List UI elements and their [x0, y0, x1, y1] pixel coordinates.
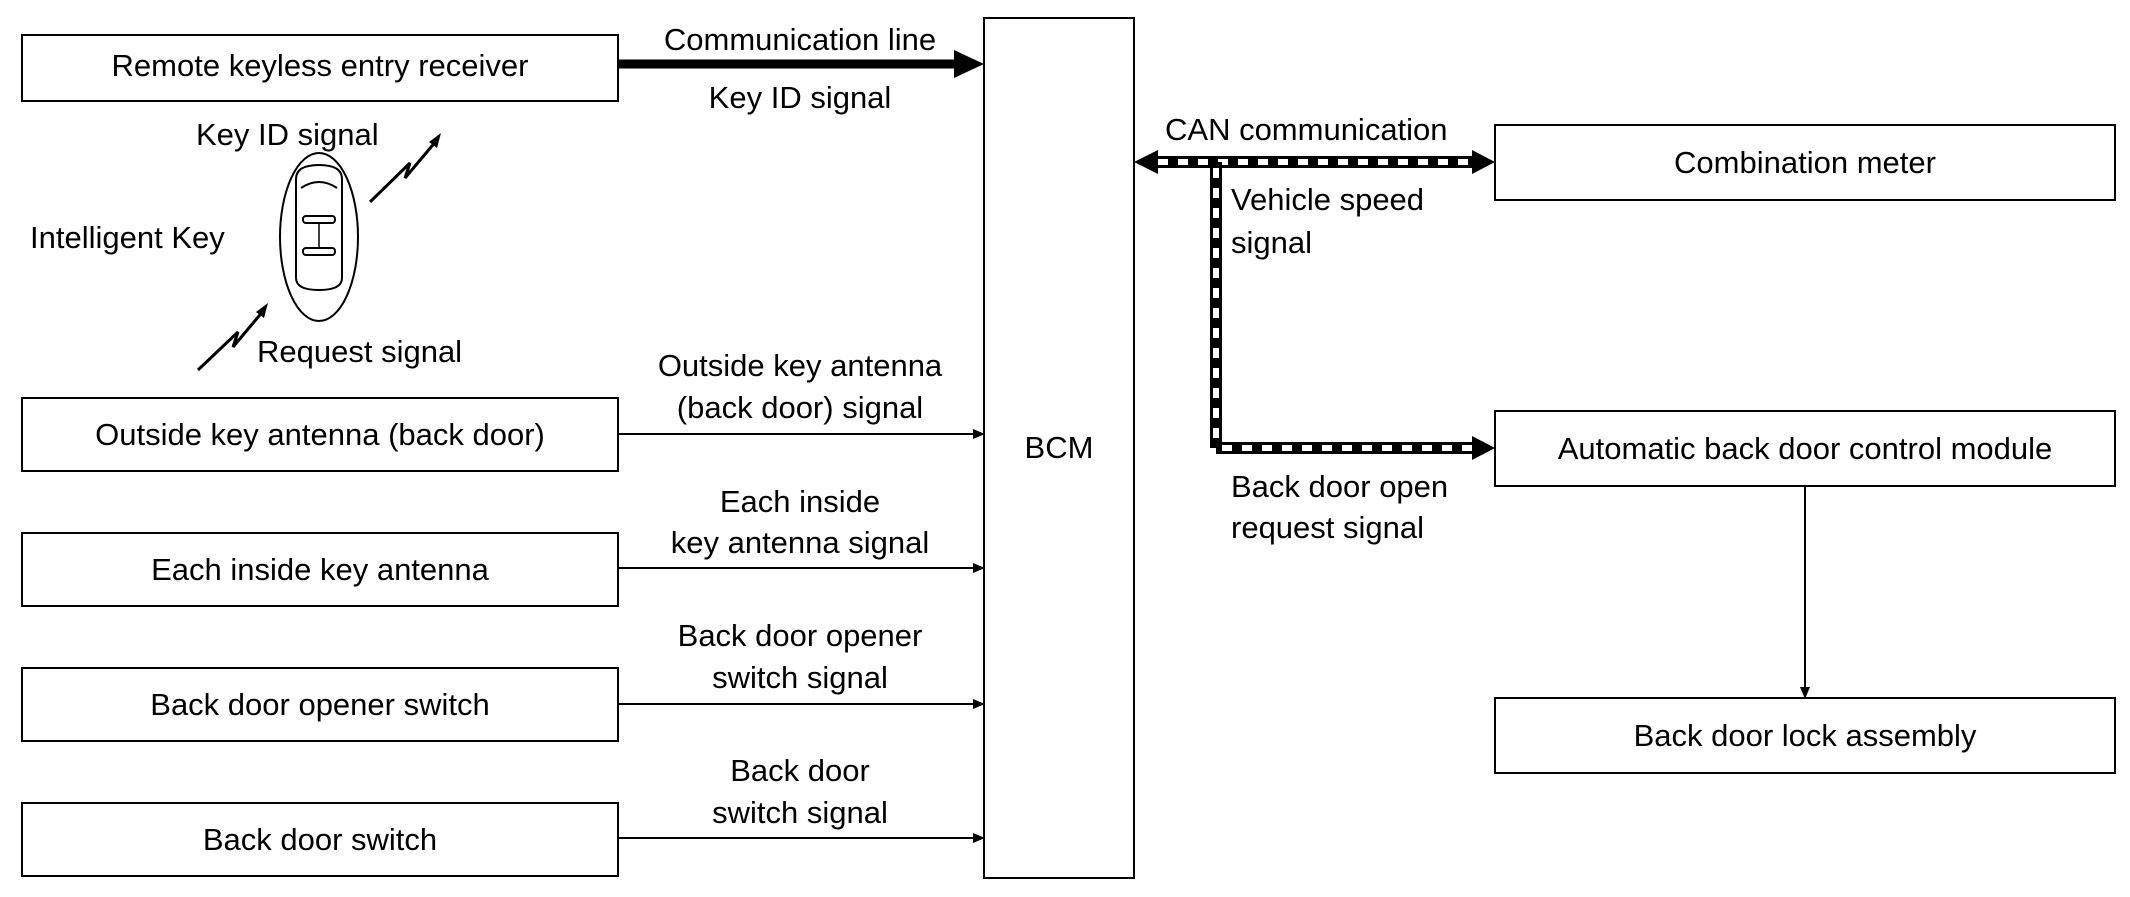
back-door-lock-assembly-box: Back door lock assembly: [1494, 697, 2116, 774]
svg-text:BCM: BCM: [1025, 430, 1094, 465]
key-id-wireless-signal-icon: [368, 133, 441, 204]
intelligent-key-request-signal-label: Request signal: [257, 334, 462, 369]
back-door-open-request-label-1: Back door open: [1231, 469, 1448, 504]
vehicle-speed-signal-label-2: signal: [1231, 225, 1312, 260]
outside-antenna-signal-label-2: (back door) signal: [677, 390, 923, 425]
back-door-switch-box: Back door switch: [21, 802, 619, 877]
svg-text:Back door switch: Back door switch: [203, 822, 437, 857]
bcm-box: BCM: [983, 17, 1135, 879]
opener-switch-signal-label-1: Back door opener: [678, 618, 923, 653]
inside-antenna-signal-label-1: Each inside: [720, 484, 880, 519]
svg-text:Back door lock assembly: Back door lock assembly: [1634, 718, 1977, 753]
can-communication-label: CAN communication: [1165, 112, 1448, 147]
can-communication-bus: [1134, 150, 1495, 460]
combination-meter-box: Combination meter: [1494, 124, 2116, 201]
vehicle-speed-signal-label-1: Vehicle speed: [1231, 182, 1424, 217]
outside-antenna-signal-label-1: Outside key antenna: [658, 348, 943, 383]
inside-key-antenna-box: Each inside key antenna: [21, 532, 619, 607]
door-switch-signal-label-2: switch signal: [712, 795, 888, 830]
key-id-signal-label: Key ID signal: [709, 80, 892, 115]
svg-text:Each inside key antenna: Each inside key antenna: [151, 552, 490, 587]
automatic-back-door-control-module-box: Automatic back door control module: [1494, 410, 2116, 487]
svg-text:Automatic back door control mo: Automatic back door control module: [1558, 431, 2053, 466]
svg-text:Back door opener switch: Back door opener switch: [150, 687, 489, 722]
door-switch-signal-label-1: Back door: [730, 753, 870, 788]
intelligent-key-id-signal-label: Key ID signal: [196, 117, 379, 152]
request-wireless-signal-icon: [196, 303, 268, 372]
communication-line-label: Communication line: [664, 22, 936, 57]
svg-text:Remote keyless entry receiver: Remote keyless entry receiver: [112, 48, 529, 83]
inside-antenna-signal-label-2: key antenna signal: [671, 525, 930, 560]
back-door-open-request-label-2: request signal: [1231, 510, 1424, 545]
opener-switch-signal-label-2: switch signal: [712, 660, 888, 695]
svg-text:Combination meter: Combination meter: [1674, 145, 1936, 180]
remote-keyless-entry-receiver-box: Remote keyless entry receiver: [21, 34, 619, 102]
intelligent-key-label: Intelligent Key: [30, 220, 225, 255]
svg-text:Outside key antenna (back door: Outside key antenna (back door): [95, 417, 545, 452]
intelligent-key-icon: [279, 152, 359, 322]
communication-line-arrow: [618, 50, 984, 78]
outside-key-antenna-box: Outside key antenna (back door): [21, 397, 619, 472]
back-door-opener-switch-box: Back door opener switch: [21, 667, 619, 742]
